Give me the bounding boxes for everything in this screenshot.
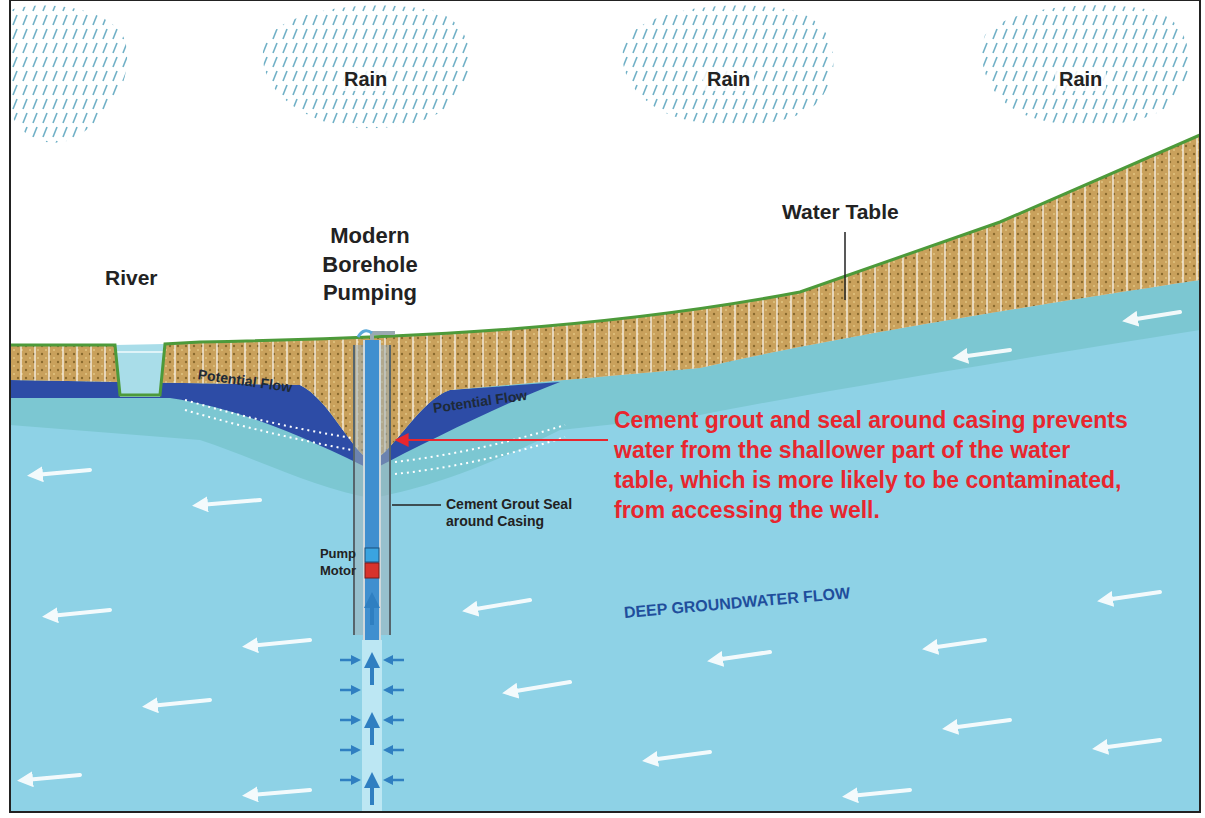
illustration-line	[340, 749, 356, 752]
illustration-line	[715, 652, 770, 660]
illustration-line	[50, 610, 110, 616]
borehole-title: Modern Borehole Pumping	[300, 222, 440, 308]
illustration-rect	[362, 640, 382, 812]
illustration-path	[982, 5, 1189, 125]
illustration-path	[358, 331, 372, 337]
illustration-path	[10, 135, 1200, 395]
illustration-line	[650, 752, 710, 760]
illustration-line	[388, 689, 404, 692]
illustration-line	[396, 439, 608, 441]
illustration-line	[388, 779, 404, 782]
rain-label: Rain	[340, 68, 391, 91]
illustration-g	[25, 312, 1180, 796]
illustration-path	[395, 437, 565, 474]
illustration-rect	[10, 0, 1200, 812]
illustration-g	[370, 600, 374, 805]
illustration-line	[370, 600, 374, 625]
illustration-line	[200, 500, 260, 505]
illustration-path	[116, 351, 164, 353]
illustration-path	[10, 280, 1200, 498]
illustration-line	[1100, 740, 1160, 748]
illustration-line	[388, 719, 404, 722]
illustration-line	[1130, 312, 1180, 320]
illustration-line	[363, 340, 365, 640]
illustration-line	[470, 600, 530, 610]
callout-note: Cement grout and seal around casing prev…	[614, 406, 1134, 526]
illustration-g	[10, 5, 1189, 142]
illustration-path	[263, 5, 470, 128]
part-label: Cement Grout Seal around Casing	[446, 496, 596, 530]
illustration-path	[395, 425, 565, 462]
illustration-line	[379, 340, 381, 640]
illustration-line	[388, 749, 404, 752]
illustration-line	[930, 640, 985, 648]
illustration-line	[370, 780, 374, 805]
illustration-path	[185, 400, 352, 438]
illustration-line	[35, 470, 90, 475]
illustration-g	[340, 660, 404, 780]
illustration-line	[1105, 592, 1160, 600]
illustration-line	[370, 720, 374, 745]
illustration-path	[115, 344, 165, 397]
illustration-line	[370, 660, 374, 685]
illustration-line	[389, 345, 391, 635]
illustration-line	[850, 790, 910, 796]
illustration-line	[388, 659, 404, 662]
illustration-line	[250, 640, 310, 646]
illustration-line	[510, 682, 570, 692]
illustration-rect	[365, 563, 379, 578]
illustration-line	[844, 232, 846, 300]
rain-label: Rain	[1055, 68, 1106, 91]
illustration-rect	[365, 548, 379, 562]
illustration-line	[353, 345, 355, 635]
illustration-line	[340, 719, 356, 722]
illustration-path	[622, 5, 833, 125]
illustration-path	[185, 410, 352, 450]
illustration-path	[10, 5, 127, 142]
rain-label: Rain	[703, 68, 754, 91]
water-table-label: Water Table	[782, 200, 899, 224]
part-label: Motor	[290, 564, 356, 579]
part-label: Pump	[290, 547, 356, 562]
illustration-line	[340, 779, 356, 782]
illustration-path	[372, 333, 395, 340]
illustration-line	[950, 720, 1010, 728]
illustration-line	[150, 700, 210, 706]
illustration-line	[250, 790, 310, 795]
illustration-line	[25, 775, 80, 780]
illustration-line	[960, 350, 1010, 357]
illustration-line	[340, 659, 356, 662]
illustration-line	[392, 504, 441, 506]
illustration-line	[340, 689, 356, 692]
river-label: River	[105, 266, 158, 290]
illustration-rect	[364, 340, 380, 640]
